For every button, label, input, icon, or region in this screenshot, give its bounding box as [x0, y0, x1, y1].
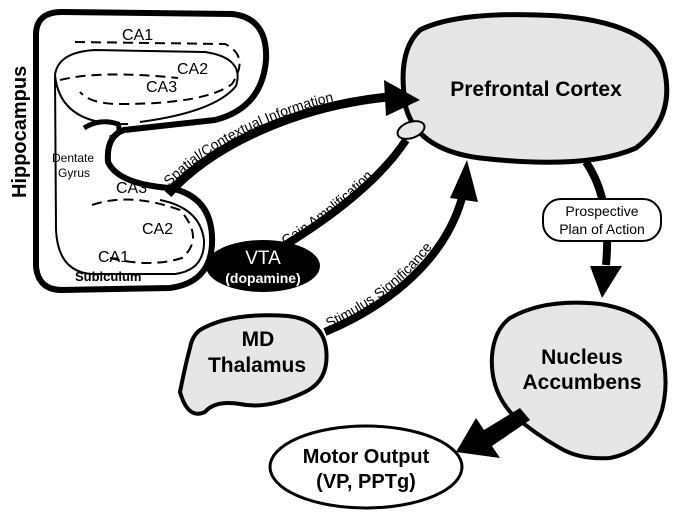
- md-label: MD: [242, 328, 275, 351]
- label-subiculum: Subiculum: [75, 269, 141, 284]
- vta-label: VTA: [245, 248, 281, 269]
- accumbens-label: Accumbens: [522, 371, 641, 394]
- arrowhead-prefrontal-to-accumbens: [590, 266, 622, 298]
- arrow-accumbens-to-motor: [456, 408, 530, 458]
- prefrontal-cortex-label: Prefrontal Cortex: [450, 78, 622, 101]
- prospective-plan-line2: Plan of Action: [559, 221, 645, 237]
- hippocampus-title: Hippocampus: [9, 66, 31, 198]
- hippocampus-inner-lower-layer: [54, 74, 206, 275]
- label-ca1-bottom: CA1: [98, 249, 129, 266]
- label-dentate-line1: Dentate: [52, 151, 94, 165]
- hippocampus-inner-layer: [53, 48, 239, 126]
- label-dentate-line2: Gyrus: [58, 166, 90, 180]
- arrow-vta-to-prefrontal: [279, 137, 410, 251]
- motor-output-sublabel: (VP, PPTg): [316, 471, 416, 493]
- label-ca1-top: CA1: [122, 27, 153, 44]
- arrowhead-md-to-prefrontal: [450, 160, 478, 202]
- motor-output-label: Motor Output: [303, 446, 430, 468]
- dentate-gyrus-hook: [82, 119, 122, 141]
- label-ca2-top: CA2: [177, 61, 208, 78]
- vta-terminal-bulb: [396, 120, 426, 140]
- prospective-plan-box: [542, 198, 662, 242]
- nucleus-accumbens-shape: [489, 300, 668, 461]
- thalamus-label: Thalamus: [208, 354, 306, 377]
- nucleus-label: Nucleus: [541, 346, 623, 369]
- md-thalamus-shape: [177, 313, 329, 416]
- label-ca3-bottom: CA3: [116, 180, 147, 197]
- arrowhead-hippocampus-to-prefrontal: [384, 80, 420, 116]
- arrow-md-to-prefrontal: [323, 196, 466, 336]
- label-ca2-bottom: CA2: [142, 221, 173, 238]
- ca-dashed-layer-mid: [59, 73, 179, 81]
- arrow-hippocampus-to-prefrontal: [164, 92, 389, 198]
- vta-dopamine-label: (dopamine): [225, 270, 300, 286]
- label-ca3-top: CA3: [146, 79, 177, 96]
- pathway-label-stimulus: Stimulus Significance: [323, 239, 435, 331]
- motor-output-node: [268, 424, 464, 510]
- prospective-plan-line1: Prospective: [565, 203, 638, 219]
- prefrontal-cortex-shape: [400, 12, 670, 165]
- pathway-label-gain: Gain Amplification: [278, 167, 375, 248]
- vta-node: [206, 240, 320, 292]
- ca-dashed-layer-bottom: [91, 198, 194, 264]
- hippocampus-outline: [33, 9, 270, 293]
